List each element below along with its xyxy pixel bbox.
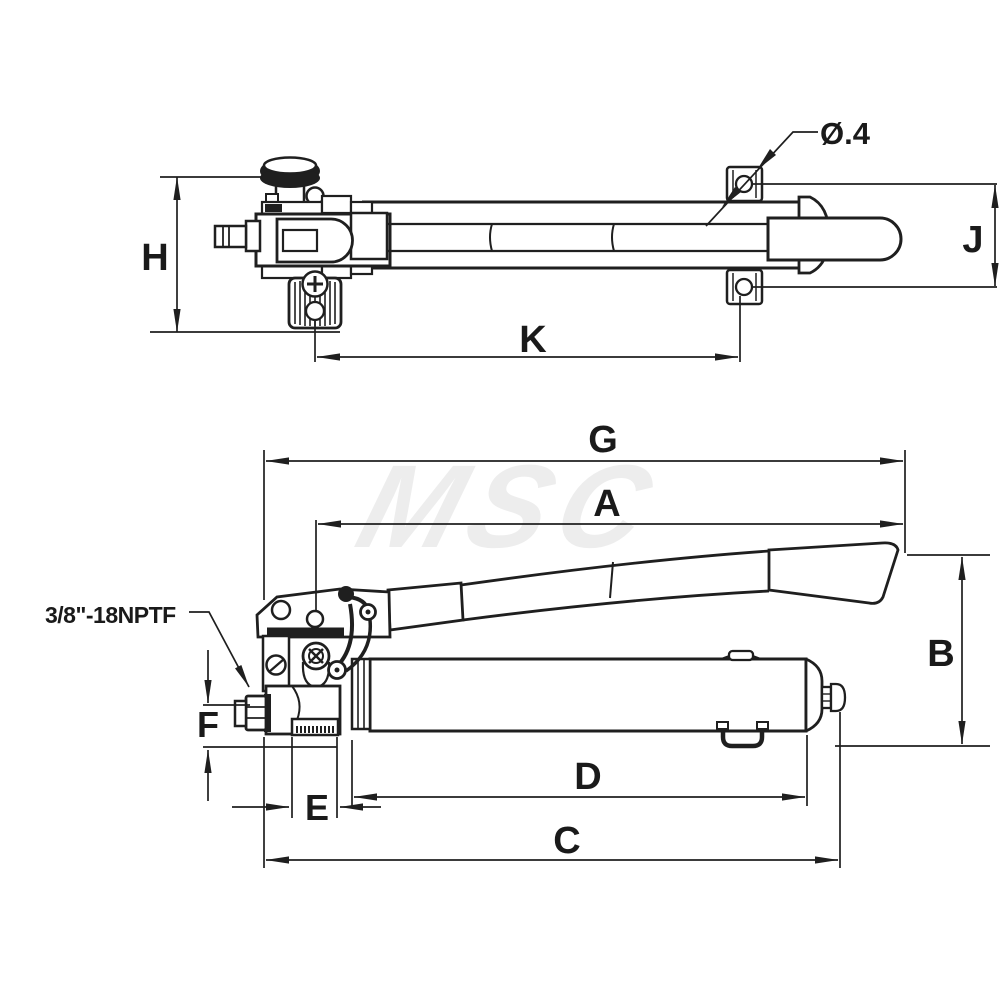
dim-c: C: [263, 712, 841, 868]
pump-head-top: [213, 156, 392, 280]
head-hole-pivot: [305, 609, 325, 629]
dim-label-e: E: [305, 787, 329, 828]
handle-pin: [338, 586, 354, 602]
dia-arrow-1: [757, 149, 776, 170]
handle-clip: [716, 721, 769, 749]
dim-k: K: [314, 296, 741, 362]
foot-ribbed-top: [287, 270, 343, 330]
dim-label-g: G: [588, 419, 618, 461]
reservoir-cylinder: [350, 649, 847, 749]
filler-plug: [720, 649, 762, 662]
handle-grip-top: [766, 216, 903, 262]
bracket-hole-bottom: [734, 277, 754, 297]
base-gasket: [264, 694, 271, 732]
watermark-text: MSC: [345, 440, 675, 572]
dim-e: E: [232, 737, 381, 828]
foot-ribbed-side: [290, 717, 340, 737]
dim-b: B: [835, 554, 990, 747]
msc-watermark: MSC: [345, 440, 675, 572]
handle-beam-top: [362, 200, 800, 270]
dim-label-a: A: [593, 483, 620, 525]
handle-grip-side: [767, 541, 900, 605]
dia-arrow-2: [722, 187, 741, 207]
piston-plug: [213, 219, 262, 253]
end-cap: [804, 657, 824, 733]
dim-label-c: C: [553, 820, 580, 862]
port-thread-label: 3/8"-18NPTF: [45, 602, 176, 628]
handle-rod-top: [387, 222, 768, 253]
outlet-nipple: [820, 682, 847, 713]
dim-label-d: D: [574, 756, 601, 798]
dim-label-k: K: [519, 319, 547, 361]
dim-g: G: [263, 419, 906, 600]
dia-callout: Ø.4: [705, 116, 871, 227]
cylinder-collar: [350, 657, 372, 731]
top-view: H K J Ø.4: [141, 116, 999, 362]
dim-f: F: [197, 650, 337, 801]
dim-h: H: [141, 176, 340, 333]
port-callout: 3/8"-18NPTF: [45, 602, 250, 688]
linkage: [327, 586, 377, 680]
dim-label-f: F: [197, 704, 219, 745]
dim-label-h: H: [141, 237, 168, 279]
pump-head-side: [233, 586, 392, 737]
dim-j: J: [752, 183, 999, 288]
release-knob: [260, 156, 320, 188]
port-fitting: [233, 694, 268, 732]
dim-label-b: B: [927, 633, 954, 675]
head-hole-left: [270, 599, 292, 621]
pump-screw: [301, 270, 329, 298]
dim-a: A: [315, 483, 904, 611]
dim-d: D: [351, 735, 808, 806]
dim-label-j: J: [962, 219, 983, 261]
dim-label-dia: Ø.4: [820, 116, 871, 151]
handle-clevis: [386, 581, 465, 632]
valve-screw: [301, 641, 331, 688]
mounting-bracket: [725, 165, 764, 306]
datum-symbol: [265, 654, 287, 676]
side-view: G A B D C: [45, 419, 990, 868]
